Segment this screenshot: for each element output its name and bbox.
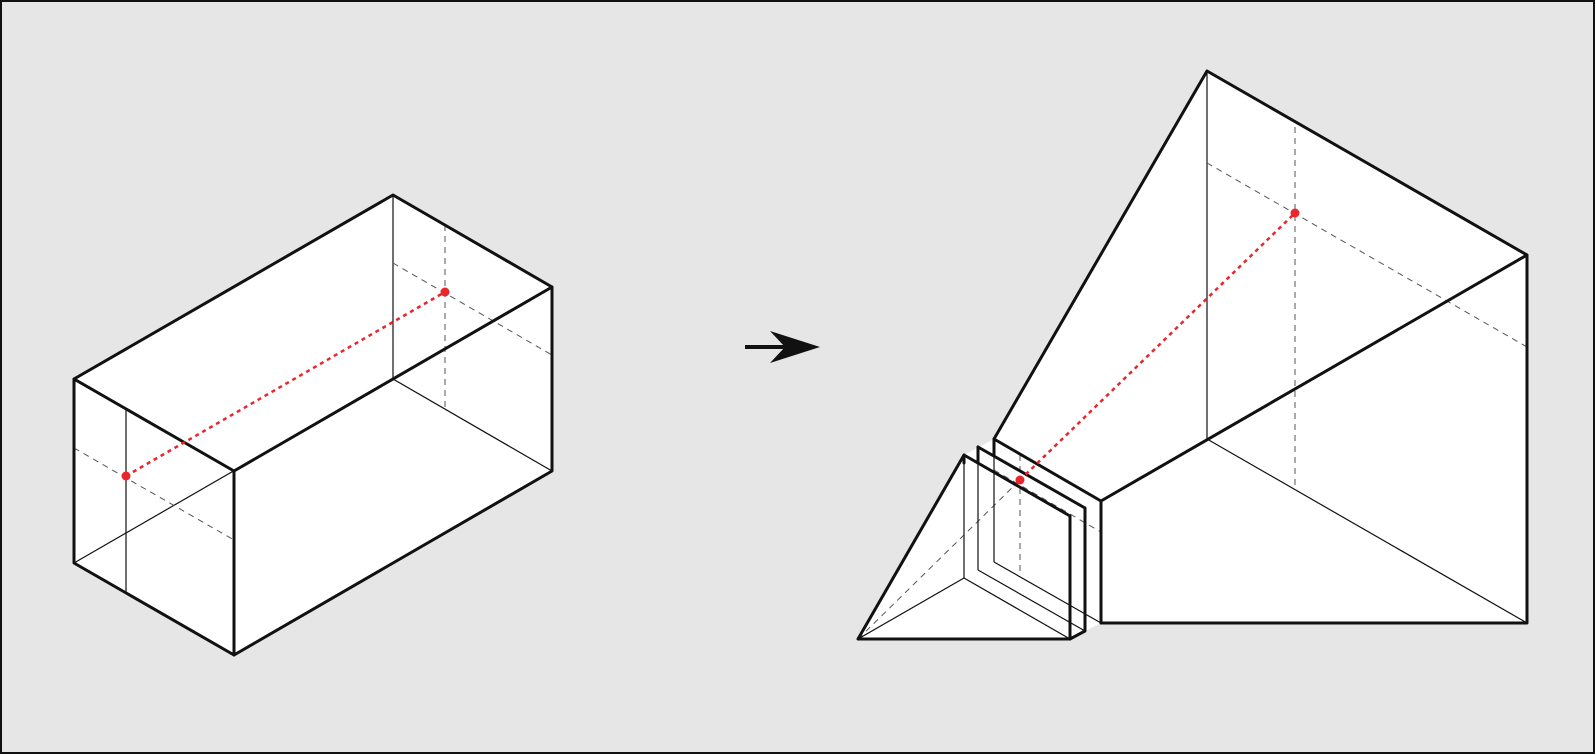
frustum-frame-face: [964, 439, 1101, 639]
left-box-side-face: [234, 287, 552, 655]
frame-2-outline: [976, 445, 1087, 641]
frame-1-outline: [856, 453, 1072, 641]
frustum-entry-point: [1015, 475, 1025, 485]
frustum-exit-point: [1290, 208, 1300, 218]
frustum-guide-line: [857, 479, 1021, 640]
left-box-red-ray: [125, 290, 446, 478]
left-box-top-face: [74, 195, 552, 471]
arrow-right-icon: [745, 331, 820, 363]
frame-3-outline: [992, 437, 1103, 625]
right-frustum: [856, 69, 1529, 641]
frustum-guide-line: [993, 469, 1102, 533]
frustum-hidden-edge: [1206, 438, 1528, 624]
frame-inner-line: [993, 561, 1102, 624]
left-box-exit-point: [440, 287, 450, 297]
left-box: [72, 193, 554, 657]
left-box-entry-point: [121, 471, 131, 481]
left-box-hidden-edge: [392, 378, 553, 472]
left-box-guide-line: [392, 262, 553, 356]
frame-inner-line: [857, 577, 965, 640]
left-box-outline: [72, 193, 554, 657]
left-box-guide-line: [73, 447, 235, 541]
frustum-top-edge: [1099, 253, 1529, 503]
frame-inner-line: [977, 569, 1086, 632]
frame-inner-line: [963, 577, 1071, 640]
